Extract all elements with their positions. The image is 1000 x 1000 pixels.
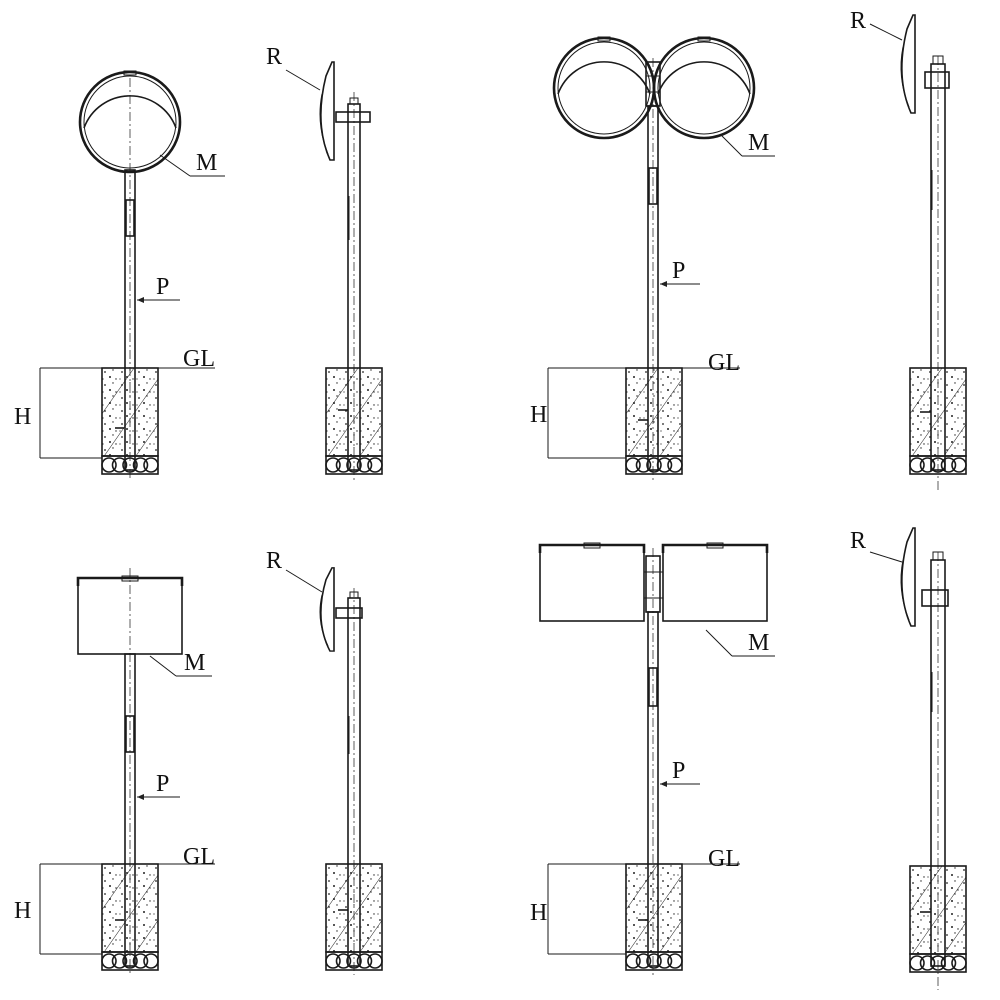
panel-double-round-side: R — [850, 8, 967, 490]
reflector-side — [319, 566, 335, 652]
panel-single-rect: M P GL H — [14, 568, 215, 975]
label-mirror: M — [184, 650, 205, 676]
label-pole: P — [156, 771, 169, 797]
pole — [647, 105, 659, 471]
label-embed-depth: H — [530, 900, 547, 926]
pole-side — [930, 63, 946, 471]
pole-side — [347, 103, 361, 471]
pole-side — [347, 597, 361, 967]
pole-side — [930, 559, 946, 967]
rect-mirror-right — [662, 544, 768, 622]
concrete-foundation — [325, 863, 383, 971]
label-mirror: M — [196, 150, 217, 176]
concrete-foundation — [325, 367, 383, 475]
pole — [124, 653, 136, 967]
label-embed-depth: H — [14, 898, 31, 924]
bracket — [921, 589, 949, 607]
label-mirror: M — [748, 630, 769, 656]
concrete-foundation — [101, 863, 159, 971]
label-ground-level: GL — [183, 844, 215, 870]
label-ground-level: GL — [708, 846, 740, 872]
pole-band — [125, 199, 135, 237]
bracket — [335, 607, 363, 619]
label-embed-depth: H — [530, 402, 547, 428]
pole-band — [125, 715, 135, 753]
label-ground-level: GL — [183, 346, 215, 372]
concrete-foundation — [625, 863, 683, 971]
bracket — [924, 71, 950, 89]
label-reflector: R — [850, 8, 866, 34]
pole-band — [648, 167, 658, 205]
reflector-side — [319, 61, 335, 161]
label-mirror: M — [748, 130, 769, 156]
concrete-foundation — [625, 367, 683, 475]
concrete-foundation — [909, 367, 967, 475]
panel-single-round-side: R — [266, 44, 383, 480]
label-pole: P — [156, 274, 169, 300]
reflector-side — [900, 527, 916, 627]
round-mirror-left — [552, 35, 656, 140]
label-reflector: R — [266, 44, 282, 70]
panel-double-round: M P GL H — [530, 35, 775, 480]
label-reflector: R — [266, 548, 282, 574]
panel-single-round: M P GL H — [14, 69, 225, 480]
concrete-foundation — [909, 865, 967, 973]
round-mirror-right — [652, 35, 756, 140]
panel-double-rect: M P GL H — [530, 542, 775, 975]
concrete-foundation — [101, 367, 159, 475]
pole-band — [648, 667, 658, 707]
pole — [647, 611, 659, 967]
label-ground-level: GL — [708, 350, 740, 376]
pole — [124, 169, 136, 471]
panel-double-rect-side: R — [850, 527, 967, 990]
label-reflector: R — [850, 528, 866, 554]
label-pole: P — [672, 258, 685, 284]
rect-mirror-left — [539, 544, 645, 622]
label-pole: P — [672, 758, 685, 784]
bracket — [335, 111, 371, 123]
label-embed-depth: H — [14, 404, 31, 430]
reflector-side — [900, 14, 916, 114]
panel-single-rect-side: R — [266, 548, 383, 975]
